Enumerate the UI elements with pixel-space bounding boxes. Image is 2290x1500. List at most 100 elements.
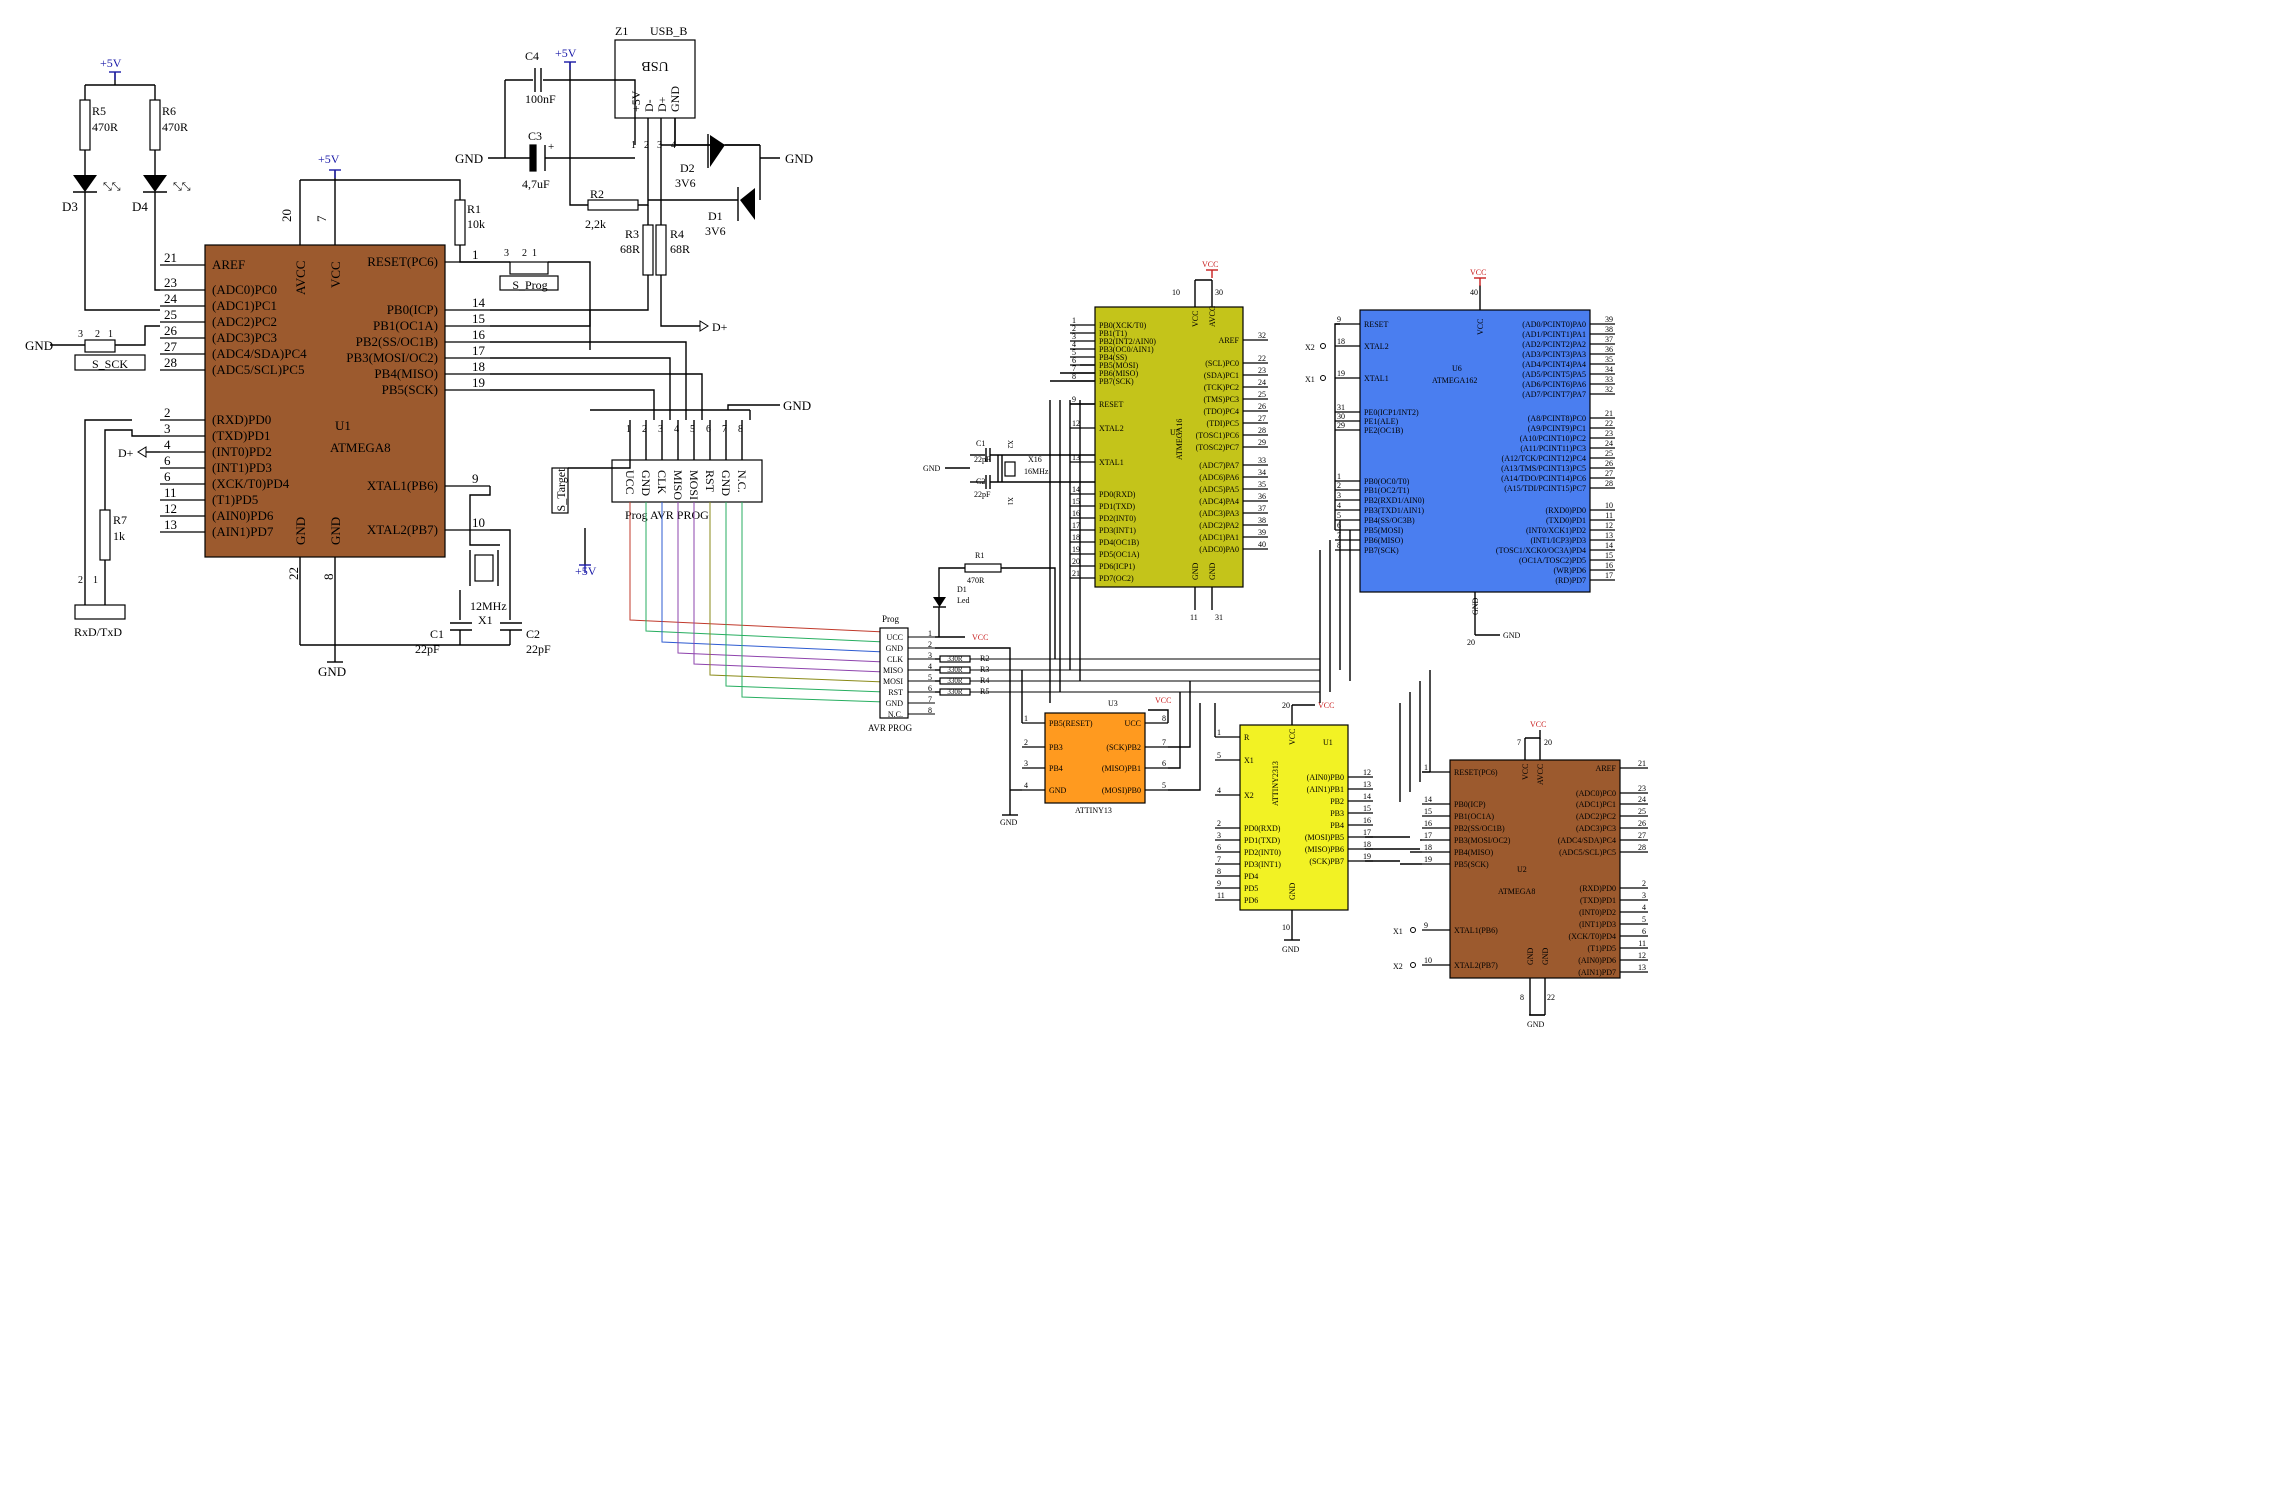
u2-name: ATMEGA8 [1498,887,1535,896]
z1-ref: Z1 [615,24,628,38]
u1b-pin-label: GND [1288,882,1297,900]
x16-crystal [1004,461,1016,477]
r3 [642,224,654,276]
u6-pin-label: PB1(OC2/T1) [1364,486,1410,495]
u5-pin-number: 32 [1258,331,1266,340]
u5-pin-number: 19 [1072,545,1080,554]
u2-pin-number: 20 [1544,738,1552,747]
r5-ref: R5 [92,104,106,118]
u6-pin-label: XTAL1 [1364,374,1389,383]
prog-pin-label: UCC [887,633,903,642]
u5-pin-label: (ADC5)PA5 [1199,485,1239,494]
r5-value: 470R [92,120,118,134]
u5-pin-label: (ADC7)PA7 [1199,461,1239,470]
x2-terminal [1320,343,1326,349]
net-label-gnd: GND [1000,818,1018,827]
u6-pin-number: 19 [1337,369,1345,378]
usb-pin-number: 1 [631,140,636,151]
isp-header [611,459,763,503]
u1b-pin-number: 12 [1363,768,1371,777]
s-prog-header [509,261,549,275]
u1b-pin-label: PD3(INT1) [1244,860,1281,869]
u6-pin-label: XTAL2 [1364,342,1389,351]
u1-pin-label: (ADC4/SDA)PC4 [212,346,307,361]
wire [548,261,591,350]
u2-pin-number: 24 [1638,795,1646,804]
d1-zener-symbol [740,188,755,220]
u2-pin-label: (INT1)PD3 [1579,920,1616,929]
prog-pin-number: 7 [928,695,932,704]
u2-pin-number: 16 [1424,819,1432,828]
u1b-pin-label: X2 [1244,791,1254,800]
u2-pin-label: VCC [1521,764,1530,780]
r2 [587,199,639,211]
u6-pin-label: (AD4/PCINT4)PA4 [1522,360,1586,369]
x1-value: 12MHz [470,599,507,613]
prog-resistor-value: 330R [947,666,963,674]
u5-pin-label: PB6(MISO) [1099,369,1138,378]
u5-pin-number: 14 [1072,485,1080,494]
u1b-pin-label: PB4 [1330,821,1344,830]
u5-pin-label: PD0(RXD) [1099,490,1136,499]
u6-pin-number: 24 [1605,439,1613,448]
net-label-vcc: VCC [1470,268,1486,277]
u1b-pin-label: (AIN0)PB0 [1307,773,1344,782]
u3-pin-number: 5 [1162,781,1166,790]
u3-pin-number: 4 [1024,781,1028,790]
u6-pin-number: 37 [1605,335,1613,344]
u6-pin-number: 31 [1337,403,1345,412]
u3-pin-label: (MOSI)PB0 [1102,786,1141,795]
u1-pin-label: VCC [328,261,343,288]
wire [938,567,965,580]
label: 3 [78,329,83,340]
wire [490,529,511,590]
u1-pin-number: 3 [164,421,171,436]
usb-b-label: USB_B [650,24,687,38]
prog-resistor-value: 330R [947,655,963,663]
prog-c2-value: 22pF [974,455,991,464]
u1-pin-number: 8 [321,574,336,581]
u1-ref: U1 [335,418,351,433]
u1b-pin-number: 19 [1363,852,1371,861]
u1-pin-label: (INT1)PD3 [212,460,272,475]
u5-pin-number: 8 [1072,372,1076,381]
isp-pin-number: 6 [706,424,711,435]
u5-pin-number: 36 [1258,492,1266,501]
u1b-pin-label: R [1244,733,1250,742]
u2-pin-label: (ADC5/SCL)PC5 [1559,848,1616,857]
u1-pin-number: 4 [164,437,171,452]
net-label-5v: +5V [100,56,122,70]
u6-pin-label: (RXD0)PD0 [1546,506,1586,515]
r4-value: 68R [670,242,690,256]
u6-pin-label: (AD6/PCINT6)PA6 [1522,380,1586,389]
label: 1 [532,248,537,259]
net-label-gnd: GND [1282,945,1300,954]
u1-pin-label: GND [293,517,308,545]
u3-name: ATTINY13 [1075,806,1112,815]
u5-pin-number: 27 [1258,414,1266,423]
u2-pin-label: AREF [1596,764,1617,773]
u2-pin-number: 27 [1638,831,1646,840]
u5-pin-number: 4 [1072,340,1076,349]
u3-pin-label: UCC [1125,719,1141,728]
prog-c1-ref: C1 [976,439,985,448]
d3-ref: D3 [62,199,78,214]
u2-pin-number: 26 [1638,819,1646,828]
u5-pin-number: 6 [1072,356,1076,365]
u5-pin-label: (SDA)PC1 [1204,371,1239,380]
u6-pin-label: (AD1/PCINT1)PA1 [1522,330,1586,339]
u2-pin-label: RESET(PC6) [1454,768,1498,777]
d2-value: 3V6 [675,176,696,190]
label: 1 [93,575,98,586]
prog-pin-label: GND [886,699,904,708]
u6-pin-label: PB5(MOSI) [1364,526,1403,535]
ribbon-wire [725,502,886,693]
u1-pin-number: 12 [164,501,177,516]
c3-ref: C3 [528,129,542,143]
u1-pin-label: RESET(PC6) [367,254,438,269]
wire [469,486,500,546]
u1b-pin-number: 17 [1363,828,1371,837]
c3-plate [529,144,537,172]
u6-pin-label: PB0(OC0/T0) [1364,477,1410,486]
